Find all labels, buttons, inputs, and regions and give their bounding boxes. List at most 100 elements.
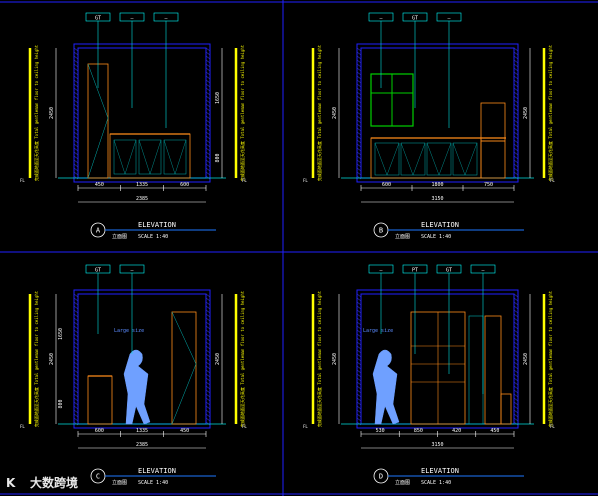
wall-hatch xyxy=(73,393,79,398)
wall-hatch xyxy=(356,159,362,164)
side-note-vertical-right: 完成面地面至天花高度 Total gentleman floor to ceil… xyxy=(239,44,245,181)
wall-hatch xyxy=(73,341,79,346)
wall-hatch xyxy=(73,293,79,298)
wall-hatch xyxy=(356,91,362,96)
wall-hatch xyxy=(205,413,211,418)
wall-hatch xyxy=(73,357,79,362)
wall-hatch xyxy=(205,135,211,140)
wall-hatch xyxy=(205,163,211,168)
cabinet-glass-diag xyxy=(400,142,414,176)
wall-hatch xyxy=(205,417,211,422)
wall-hatch xyxy=(513,341,519,346)
wall-hatch xyxy=(356,103,362,108)
wall-hatch xyxy=(356,361,362,366)
wall-hatch xyxy=(205,297,211,302)
wall-hatch xyxy=(356,143,362,148)
wall-hatch xyxy=(73,95,79,100)
wall-hatch xyxy=(356,47,362,52)
wall-hatch xyxy=(205,115,211,120)
side-cabinet xyxy=(500,393,512,425)
wall-hatch xyxy=(205,75,211,80)
level-mark-right: FL xyxy=(550,178,555,183)
level-mark-left: FL xyxy=(303,424,308,429)
wall-hatch xyxy=(356,139,362,144)
right-height-total: 2450 xyxy=(523,107,529,119)
level-mark-left: FL xyxy=(303,178,308,183)
wall-hatch xyxy=(205,147,211,152)
wall-hatch xyxy=(513,301,519,306)
wall-hatch xyxy=(356,317,362,322)
wall-hatch xyxy=(73,385,79,390)
wall-hatch xyxy=(73,167,79,172)
right-height-total: 2450 xyxy=(215,353,221,365)
wall-hatch xyxy=(73,369,79,374)
glass-panel xyxy=(468,315,484,425)
wall-hatch xyxy=(205,123,211,128)
wall-hatch xyxy=(73,401,79,406)
wall-hatch xyxy=(356,309,362,314)
wall-hatch xyxy=(513,71,519,76)
wall-hatch xyxy=(356,151,362,156)
wall-hatch xyxy=(513,67,519,72)
wall-hatch xyxy=(73,59,79,64)
wall-hatch xyxy=(356,389,362,394)
overall-width: 2385 xyxy=(136,196,148,202)
wall-hatch xyxy=(356,175,362,180)
room-outer-wall xyxy=(356,43,519,183)
wall-hatch xyxy=(205,341,211,346)
elevation-subtitle: 立面图 xyxy=(112,233,127,240)
material-tag-text: GT xyxy=(95,268,101,274)
watermark-logo-icon: K xyxy=(6,476,16,490)
cabinet-glass-diag xyxy=(426,142,440,176)
wall-hatch xyxy=(73,417,79,422)
wall-hatch xyxy=(205,313,211,318)
bottom-dimension: 450 xyxy=(180,428,189,434)
wall-hatch xyxy=(73,151,79,156)
wall-hatch xyxy=(205,167,211,172)
wall-hatch xyxy=(356,321,362,326)
wall-hatch xyxy=(513,365,519,370)
room-outer-wall xyxy=(73,43,211,183)
wall-hatch xyxy=(513,329,519,334)
wall-hatch xyxy=(205,63,211,68)
wall-hatch xyxy=(513,63,519,68)
room-inner-wall xyxy=(360,47,515,179)
wall-hatch xyxy=(356,163,362,168)
wall-hatch xyxy=(205,317,211,322)
cabinet-glass-diag xyxy=(464,142,478,176)
bottom-dimension: 600 xyxy=(180,182,189,188)
wall-hatch xyxy=(513,115,519,120)
wall-hatch xyxy=(205,321,211,326)
wall-hatch xyxy=(356,87,362,92)
wall-hatch xyxy=(513,321,519,326)
wall-hatch xyxy=(356,417,362,422)
wall-hatch xyxy=(356,75,362,80)
wall-hatch xyxy=(73,127,79,132)
wall-hatch xyxy=(205,353,211,358)
wall-hatch xyxy=(205,397,211,402)
cabinet-glass-diag xyxy=(124,139,137,175)
elevation-scale: SCALE 1:40 xyxy=(138,234,168,240)
wall-hatch xyxy=(356,337,362,342)
elevation-title: ELEVATION xyxy=(138,221,176,229)
wall-hatch xyxy=(73,325,79,330)
wall-hatch xyxy=(205,357,211,362)
wall-hatch xyxy=(513,353,519,358)
wall-hatch xyxy=(205,325,211,330)
wall-hatch xyxy=(205,361,211,366)
wall-hatch xyxy=(205,119,211,124)
door-swing xyxy=(171,363,197,425)
wall-hatch xyxy=(513,397,519,402)
cabinet-glass-diag xyxy=(138,139,151,175)
wall-hatch xyxy=(205,83,211,88)
wall-hatch xyxy=(73,337,79,342)
wall-hatch xyxy=(513,83,519,88)
wall-hatch xyxy=(513,163,519,168)
wall-hatch xyxy=(205,421,211,426)
cabinet-glass-diag xyxy=(412,142,426,176)
wall-hatch xyxy=(513,135,519,140)
cabinet-glass-diag xyxy=(149,139,162,175)
material-tags: GT— xyxy=(85,264,145,354)
